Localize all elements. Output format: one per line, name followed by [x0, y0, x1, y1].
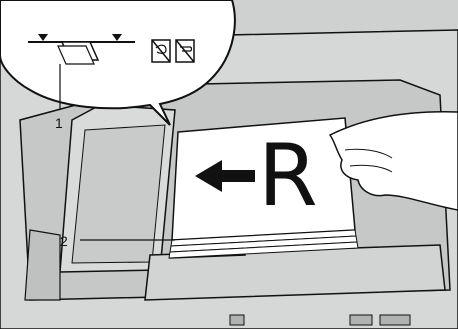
page-letter: R: [258, 126, 318, 226]
callout-1-number: 1: [55, 115, 63, 131]
no-staples-icon: [152, 40, 170, 62]
no-paper-clips-icon: [176, 40, 194, 62]
callout-2-number: 2: [60, 233, 68, 249]
